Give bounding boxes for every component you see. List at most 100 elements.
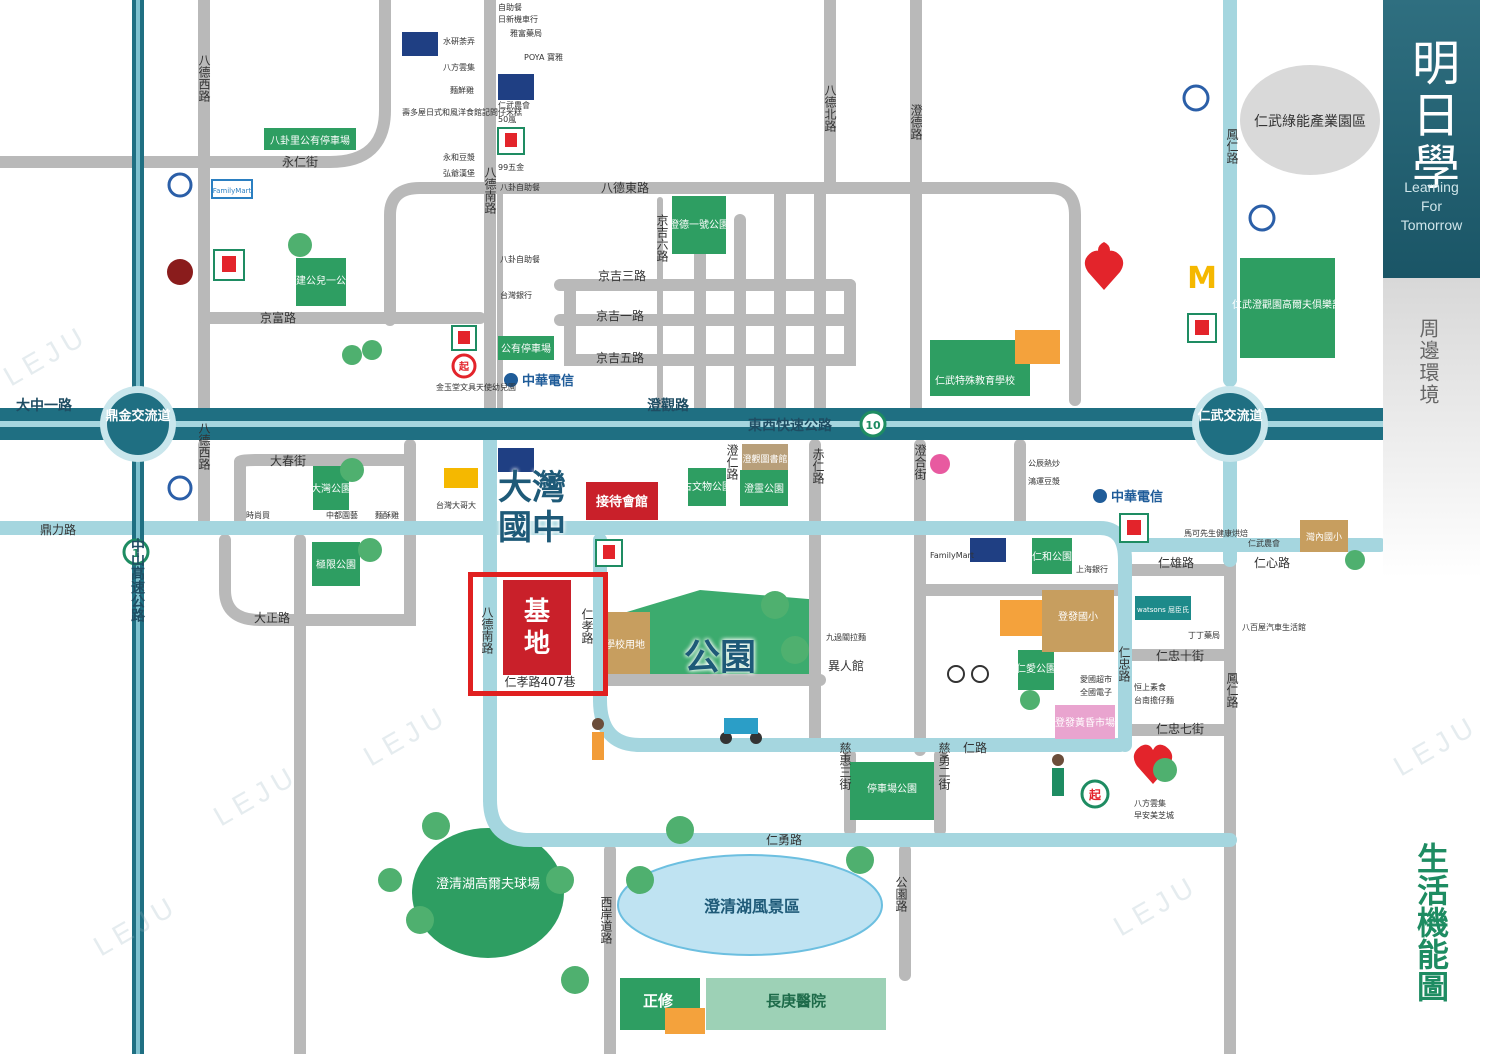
road-chenghe: 澄合街 xyxy=(913,443,927,480)
watsons-icon: watsons 屈臣氏 xyxy=(1135,596,1191,620)
special-school-label: 仁武特殊教育學校 xyxy=(935,374,1015,387)
building-icon xyxy=(1000,600,1042,636)
park-chengjian xyxy=(296,258,346,306)
lake-shape xyxy=(617,854,883,956)
park-golf-club xyxy=(1240,258,1335,358)
familymart-icon xyxy=(211,179,253,199)
poi-rixin: 日新機車行 xyxy=(498,14,538,24)
government-icon xyxy=(167,172,193,198)
poi-hongyuan: 八方雲集 xyxy=(1134,798,1166,808)
road-jingji6: 京吉六路 xyxy=(655,214,669,263)
poi-jiaoxiang: 麵鮮雞 xyxy=(450,85,474,95)
poi-zizhu: 自助餐 xyxy=(498,2,522,12)
government-icon xyxy=(1182,84,1210,112)
tagline-line-2: For xyxy=(1421,198,1442,214)
park-renhe-label: 仁和公園 xyxy=(1032,551,1072,563)
seven-eleven-icon xyxy=(1187,313,1217,343)
poi-yiren: 異人館 xyxy=(828,658,864,673)
site-block: 基地 xyxy=(503,580,571,675)
road-jingfu: 京富路 xyxy=(260,310,296,325)
road-renxiao407: 仁孝路407巷 xyxy=(505,674,576,689)
brand-icons: FamilyMart M 起 起 watsons 屈臣氏 中華電信 中華電信 xyxy=(167,32,1276,809)
watsons-label: watsons 屈臣氏 xyxy=(1137,605,1189,614)
road-cihui3: 慈惠三街 xyxy=(838,741,852,790)
ok-mart-label: 起 xyxy=(458,360,470,373)
park-chengling xyxy=(740,470,788,506)
dengfa-elem-label: 登發國小 xyxy=(1058,610,1098,623)
road-jingji5: 京吉五路 xyxy=(596,350,644,365)
subtitle: 周邊環境 xyxy=(1416,318,1440,406)
brand-name: 明日學 xyxy=(1411,36,1460,196)
poi-renwu-farm2: 仁武農會 xyxy=(1248,538,1280,548)
poi-majia: 馬可先生健康烘焙 xyxy=(1184,528,1248,538)
hilife-icon xyxy=(1133,744,1173,784)
park-public-parking xyxy=(498,336,554,360)
ok-mart-label-2: 起 xyxy=(1088,787,1102,802)
dingjin-interchange: 鼎金交流道 xyxy=(100,386,176,462)
parks xyxy=(264,128,1348,1030)
quanlian-icon xyxy=(498,74,534,100)
road-yongren: 永仁街 xyxy=(282,155,318,169)
school-land-label: 學校用地 xyxy=(605,638,645,651)
park-ren-label: 仁愛公園 xyxy=(1016,662,1056,675)
seven-eleven-icon xyxy=(595,539,623,567)
lake-label: 澄清湖風景區 xyxy=(704,897,800,916)
road-dazhong1: 大中一路 xyxy=(16,397,73,414)
poi-taiwan-dage: 台灣大哥大 xyxy=(436,500,476,510)
road-bade-north: 八德北路 xyxy=(823,84,837,133)
government-icon xyxy=(1248,204,1276,232)
road-bade-west: 八德西路 xyxy=(197,54,211,103)
poya-icon xyxy=(930,454,950,474)
seven-eleven-icon xyxy=(497,127,525,155)
park-jixian xyxy=(312,542,360,586)
poi-baihu: 八百屋汽車生活館 xyxy=(1242,622,1306,632)
hospital-label: 長庚醫院 xyxy=(766,992,826,1010)
building-icon xyxy=(665,1008,705,1034)
road-chengren: 澄仁路 xyxy=(725,443,739,481)
road-dazheng: 大正路 xyxy=(254,610,290,625)
road-bade-south-2: 八德南路 xyxy=(480,606,494,655)
hospital-block xyxy=(706,978,886,1030)
poi-dingfeng: 丁丁藥局 xyxy=(1188,630,1220,640)
road-gongyuan: 公園路 xyxy=(894,876,908,913)
renwu-interchange-label: 仁武交流道 xyxy=(1197,408,1262,424)
poi-zhuanghuang: 全國電子 xyxy=(1080,687,1112,697)
poi-hongxuan: 弘爺漢堡 xyxy=(443,168,475,178)
subtitle-panel: 周邊環境 xyxy=(1383,278,1480,578)
park-bagua-parking xyxy=(264,128,356,150)
poi-taixin: 台南擔仔麵 xyxy=(1134,695,1174,705)
road-jingji3: 京吉三路 xyxy=(598,268,646,283)
chunghwa-telecom-icon: 中華電信 xyxy=(1093,489,1163,505)
park-dadan-label: 大灣公園 xyxy=(311,482,351,495)
quanlian-icon xyxy=(402,32,438,56)
road-renzhong7: 仁忠七街 xyxy=(1156,722,1204,736)
dingjin-interchange-label: 鼎金交流道 xyxy=(105,408,170,424)
park-jixian-label: 極限公園 xyxy=(316,558,356,571)
poi-fifty-lan: 50嵐 xyxy=(498,115,516,124)
poi-bagua-buffet1: 八卦自助餐 xyxy=(500,182,540,192)
park-chengjian-label: 澄建公兒一公園 xyxy=(286,274,356,287)
zhengxiu-label: 正修 xyxy=(643,992,674,1010)
poi-yamei: 雅富藥局 xyxy=(510,28,542,38)
poi-aiguo: 愛國超市 xyxy=(1080,674,1112,684)
park-renhe xyxy=(1032,538,1072,574)
school-land-block xyxy=(600,612,650,674)
brand-tagline: Learning For Tomorrow xyxy=(1383,178,1480,235)
poi-shuijing: 水硏荼弄 xyxy=(443,36,475,46)
poi-nine-nine: 99五金 xyxy=(498,162,524,172)
road-zhongshan-highway: 中山高速公路 xyxy=(129,537,145,622)
quanlian-icon xyxy=(970,538,1006,562)
poi-gongchen: 公辰熱炒 xyxy=(1028,458,1060,468)
poi-bafang1: 八方雲集 xyxy=(443,62,475,72)
road-dingli: 鼎力路 xyxy=(40,522,76,537)
mcdonalds-icon: M xyxy=(1187,261,1217,296)
expressway-shield-icon: 10 xyxy=(859,410,887,438)
parking-park-label: 停車場公園 xyxy=(867,782,917,795)
poi-yuanqi: 上海銀行 xyxy=(1076,564,1108,574)
road-renzhong: 仁忠路 xyxy=(1117,646,1131,683)
road-bade-south: 八德南路 xyxy=(483,166,497,215)
national-highway-number: 1 xyxy=(132,547,140,560)
road-dachun: 大春街 xyxy=(270,454,306,468)
road-ciyong2: 慈勇二街 xyxy=(937,741,951,790)
park-ren xyxy=(1018,650,1054,690)
